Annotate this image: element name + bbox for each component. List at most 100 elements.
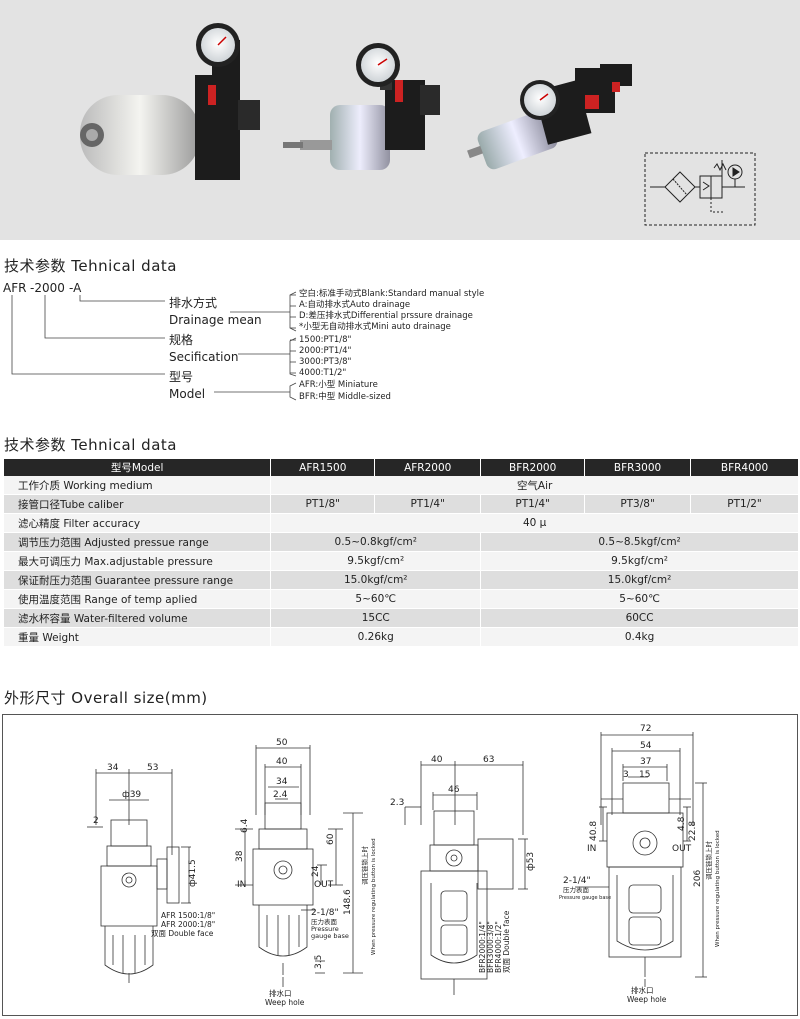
d2-w4: 2.4 [273, 790, 288, 800]
model-option: BFR:中型 Middle-sized [299, 392, 391, 402]
table-row: 保证耐压力范围 Guarantee pressure range 15.0kgf… [4, 570, 799, 590]
table-row: 滤水杯容量 Water-filtered volume 15CC 60CC [4, 608, 799, 628]
d2-lock-en: When pressure regulating button is locke… [371, 838, 377, 955]
spec-table: 型号Model AFR1500 AFR2000 BFR2000 BFR3000 … [4, 459, 799, 647]
header-afr2000: AFR2000 [374, 459, 482, 476]
model-code-connectors [11, 291, 297, 401]
d2-in: IN [237, 880, 246, 890]
spec-option: 3000:PT3/8" [299, 357, 352, 367]
spec-label-en: Secification [169, 350, 239, 364]
d2-w1: 50 [276, 738, 288, 748]
drain-option: 空白:标准手动式Blank:Standard manual style [299, 289, 485, 299]
code-part-size: -2000 [30, 281, 65, 295]
drainage-label-cn: 排水方式 [169, 296, 218, 310]
d4-w3: 37 [640, 757, 651, 767]
section-title-technical-data: 技术参数 Tehnical data [4, 257, 177, 275]
pneumatic-symbol [644, 152, 756, 226]
d1-dim-b: 53 [147, 763, 158, 773]
table-row: 调节压力范围 Adjusted pressue range 0.5~0.8kgf… [4, 532, 799, 552]
d4-gauge: 2-1/4" [563, 876, 591, 886]
d1-note3: 双面 Double face [151, 929, 214, 938]
d2-weep-cn: 排水口 [269, 988, 292, 998]
product-photo-1 [80, 23, 260, 180]
drawing-afr-front [87, 769, 191, 983]
spec-option: 4000:T1/2" [299, 368, 347, 378]
d2-out: OUT [314, 880, 334, 890]
d3-w1: 40 [431, 755, 443, 765]
header-bfr2000: BFR2000 [480, 459, 586, 476]
d2-gauge-cn: 压力表面 [311, 917, 338, 926]
drainage-label-en: Drainage mean [169, 313, 262, 327]
header-bfr3000: BFR3000 [584, 459, 692, 476]
dimension-drawings-svg: 34 53 ф39 2 ф41.5 AFR 1500:1/8" AFR 2000… [87, 724, 721, 1007]
d3-w2: 63 [483, 755, 494, 765]
d4-gauge-cn: 压力表面 [563, 885, 590, 894]
d4-total: 206 [693, 870, 703, 887]
table-row: 使用温度范围 Range of temp aplied 5~60℃ 5~60℃ [4, 589, 799, 609]
header-bfr4000: BFR4000 [690, 459, 799, 476]
drawing-bfr-front [404, 761, 528, 995]
table-row: 工作介质 Working medium 空气Air [4, 476, 799, 495]
d4-weep-en: Weep hole [627, 995, 667, 1004]
d4-w4: 3 [623, 770, 629, 780]
code-part-series: AFR [3, 281, 27, 295]
drawing-bfr-side [575, 732, 707, 987]
d4-weep-cn: 排水口 [631, 985, 654, 995]
table-header-row: 型号Model AFR1500 AFR2000 BFR2000 BFR3000 … [4, 459, 799, 476]
d4-h2: 4.8 [677, 816, 687, 831]
d4-w1: 72 [640, 724, 651, 734]
d1-dim-a: 34 [107, 763, 119, 773]
d3-dia: ф53 [526, 852, 536, 871]
table-row: 滤心精度 Filter accuracy 40 μ [4, 513, 799, 533]
drain-option: D:差压排水式Differential prssure drainage [299, 311, 473, 321]
drawing-afr-side [235, 745, 363, 987]
table-row: 重量 Weight 0.26kg 0.4kg [4, 627, 799, 647]
model-label-en: Model [169, 387, 206, 401]
d2-h3: 60 [326, 833, 336, 845]
d1-note2: AFR 2000:1/8" [161, 920, 215, 929]
model-option: AFR:小型 Miniature [299, 380, 378, 390]
d4-w2: 54 [640, 741, 652, 751]
d2-gauge-en2: gauge base [311, 932, 349, 940]
header-model: 型号Model [4, 459, 272, 476]
d4-w5: 15 [639, 770, 650, 780]
d4-lock-cn: 调压链锁上时 [704, 841, 713, 881]
header-afr1500: AFR1500 [270, 459, 376, 476]
model-label-cn: 型号 [169, 370, 194, 384]
d1-small: 2 [93, 816, 99, 826]
d3-note4: 双面 Double face [502, 910, 511, 973]
dimension-drawings: 34 53 ф39 2 ф41.5 AFR 1500:1/8" AFR 2000… [2, 714, 798, 1016]
table-row: 最大可调压力 Max.adjustable pressure 9.5kgf/cm… [4, 551, 799, 571]
d3-side: 2.3 [390, 798, 404, 808]
spec-option: 2000:PT1/4" [299, 346, 352, 356]
d2-w3: 34 [276, 777, 288, 787]
d4-h1: 40.8 [589, 821, 599, 841]
drain-option: A:自动排水式Auto drainage [299, 300, 411, 310]
code-part-drain: -A [69, 281, 82, 295]
d2-h1: 6.4 [240, 818, 250, 833]
drain-option: *小型无自动排水式Mini auto drainage [299, 322, 451, 332]
spec-label-cn: 规格 [169, 333, 194, 347]
d3-note2: BFR3000:3/8" [486, 921, 495, 973]
d4-lock-en: When pressure regulating button is locke… [715, 830, 721, 947]
d1-height: ф41.5 [188, 859, 198, 887]
d2-lock-cn: 调压链锁上时 [360, 846, 369, 886]
product-photo-3 [467, 64, 632, 170]
d2-h2: 38 [235, 850, 245, 862]
d1-dia: ф39 [122, 790, 141, 800]
d4-gauge-en: Pressure gauge base [559, 895, 611, 901]
d3-w3: 46 [448, 785, 460, 795]
d3-note3: BFR4000:1/2" [494, 921, 503, 973]
d1-note1: AFR 1500:1/8" [161, 911, 215, 920]
d2-gauge-en1: Pressure [311, 925, 339, 933]
spec-option: 1500:PT1/8" [299, 335, 352, 345]
product-photo-2 [283, 43, 440, 170]
d2-h4: 24 [311, 865, 321, 877]
d2-bottom: 3.5 [314, 955, 324, 969]
product-photos [80, 23, 756, 226]
d4-out: OUT [672, 844, 692, 854]
d2-weep-en: Weep hole [265, 998, 305, 1007]
d2-gauge: 2-1/8" [311, 908, 339, 918]
section-title-overall-size: 外形尺寸 Overall size(mm) [4, 689, 208, 707]
table-row: 接管口径Tube caliber PT1/8" PT1/4" PT1/4" PT… [4, 494, 799, 514]
